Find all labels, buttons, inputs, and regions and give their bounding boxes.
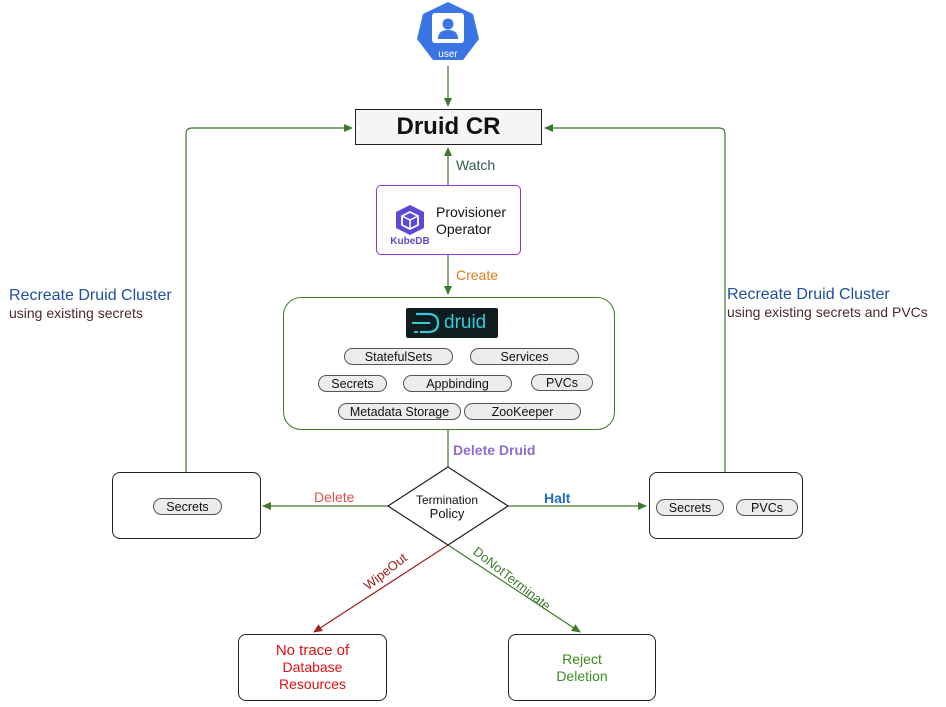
- reject-line1: Reject: [562, 650, 602, 667]
- recreate-right-title: Recreate Druid Cluster: [727, 286, 890, 303]
- right-secrets-pill: Secrets: [656, 499, 724, 516]
- termination-line1: Termination: [415, 493, 479, 507]
- reject-line2: Deletion: [556, 667, 608, 684]
- resource-secrets: Secrets: [318, 375, 387, 392]
- kubedb-logo-icon: KubeDB: [391, 205, 429, 245]
- recreate-right-annotation: Recreate Druid Cluster using existing se…: [727, 286, 928, 320]
- no-trace-line3: Resources: [279, 676, 346, 692]
- no-trace-line2: Database: [282, 659, 343, 675]
- druid-cr-box: Druid CR: [355, 109, 542, 145]
- termination-policy-label: Termination Policy: [400, 493, 494, 521]
- user-icon: [417, 2, 479, 60]
- edge-recreate-right: [544, 124, 726, 472]
- left-secrets-pill: Secrets: [153, 498, 222, 515]
- edge-do-not-terminate: [447, 544, 581, 633]
- no-trace-line1: No trace of: [275, 642, 350, 659]
- no-trace-box: No trace of Database Resources: [238, 634, 387, 701]
- resource-appbinding: Appbinding: [403, 375, 512, 392]
- termination-line2: Policy: [429, 506, 465, 521]
- druid-logo-text: druid: [444, 312, 487, 333]
- edge-recreate-left: [185, 124, 353, 472]
- termination-diamond: [386, 466, 510, 546]
- edge-wipeout: [313, 544, 449, 633]
- resource-pvcs: PVCs: [531, 374, 593, 391]
- operator-label: Provisioner Operator: [436, 204, 506, 238]
- resource-statefulsets: StatefulSets: [344, 348, 453, 365]
- delete-label: Delete: [314, 489, 355, 505]
- recreate-left-title: Recreate Druid Cluster: [9, 287, 172, 304]
- create-label: Create: [456, 267, 499, 283]
- user-label: user: [438, 49, 458, 60]
- operator-line2: Operator: [436, 221, 492, 237]
- druid-logo: druid: [406, 308, 498, 338]
- recreate-right-subtitle: using existing secrets and PVCs: [727, 304, 928, 320]
- recreate-left-annotation: Recreate Druid Cluster using existing se…: [9, 287, 172, 321]
- druid-logo-icon: [412, 312, 440, 334]
- halt-result-box: Secrets PVCs: [649, 472, 803, 539]
- reject-deletion-box: Reject Deletion: [508, 634, 656, 701]
- resource-services: Services: [470, 348, 579, 365]
- halt-label: Halt: [544, 490, 571, 506]
- kubedb-logo-text: KubeDB: [391, 236, 429, 245]
- resource-metadata-storage: Metadata Storage: [338, 403, 461, 420]
- operator-line1: Provisioner: [436, 204, 507, 220]
- delete-druid-label: Delete Druid: [453, 442, 536, 458]
- watch-label: Watch: [456, 157, 496, 173]
- resource-zookeeper: ZooKeeper: [464, 403, 581, 420]
- druid-resources-box: druid StatefulSets Services Secrets Appb…: [283, 297, 615, 430]
- delete-result-box: Secrets: [112, 472, 261, 539]
- right-pvcs-pill: PVCs: [736, 499, 798, 516]
- provisioner-operator-box: KubeDB Provisioner Operator: [376, 185, 521, 255]
- recreate-left-subtitle: using existing secrets: [9, 305, 143, 321]
- user-node: user: [415, 1, 481, 65]
